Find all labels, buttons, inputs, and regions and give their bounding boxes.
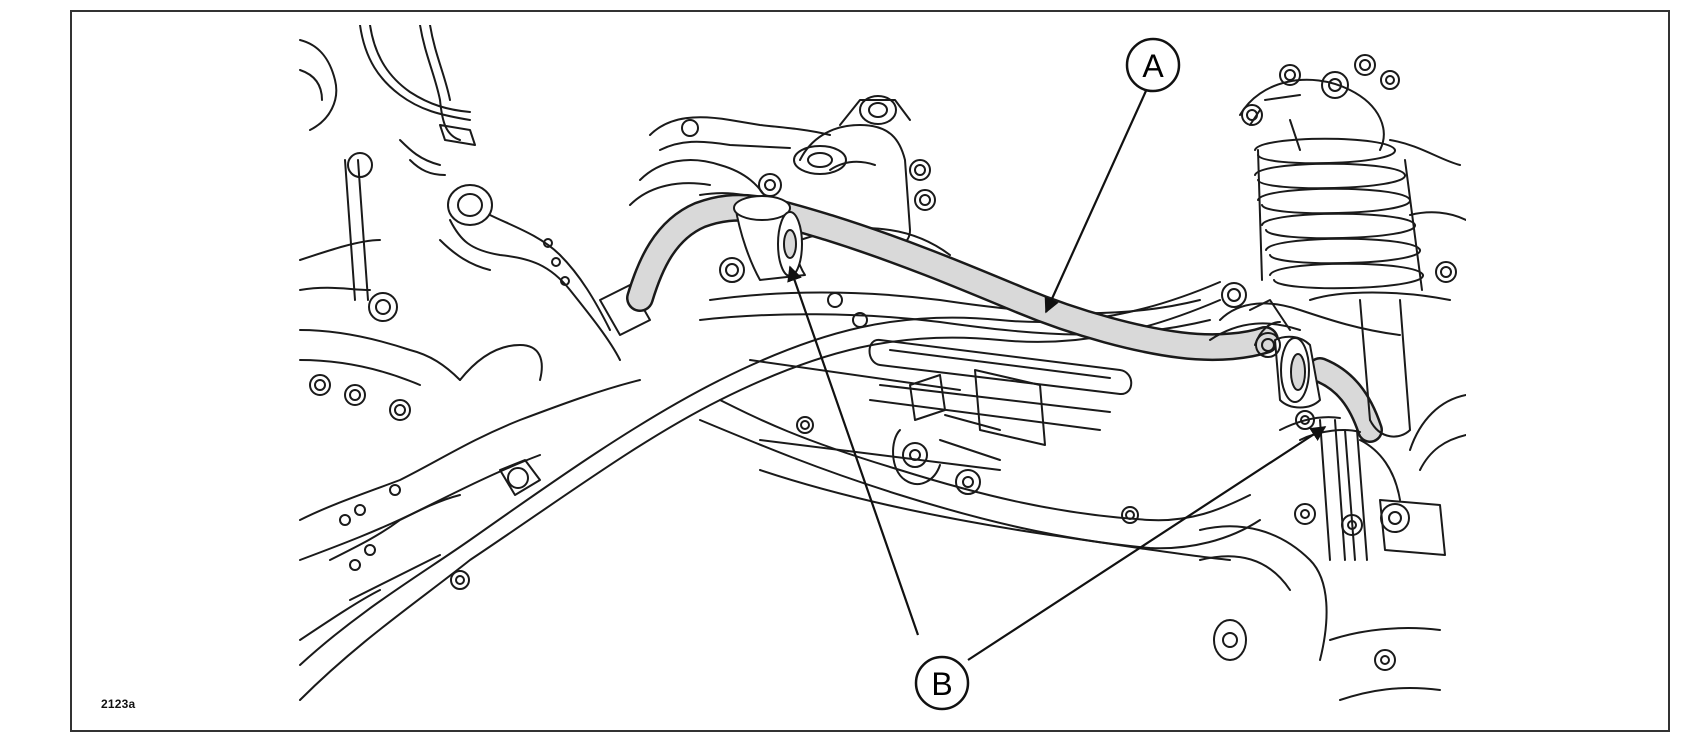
figure-frame <box>70 10 1670 732</box>
left-control-arm <box>299 379 641 601</box>
callout-a-label: A <box>1142 48 1164 84</box>
crossmember <box>299 281 1261 701</box>
left-knuckle <box>299 25 543 421</box>
leader-a <box>1044 81 1152 314</box>
center-bracket <box>892 369 1046 495</box>
callout-a: A <box>1125 37 1181 93</box>
coil-spring <box>1239 54 1457 438</box>
figure-code: 2123a <box>101 697 136 711</box>
right-knuckle <box>1199 139 1466 701</box>
leader-b-right <box>967 426 1327 661</box>
left-arm-bracket <box>439 184 651 361</box>
callout-b: B <box>914 655 970 711</box>
stabilizer-bar <box>626 193 1383 443</box>
right-bushing <box>1274 335 1321 409</box>
callout-b-label: B <box>931 666 952 702</box>
callout-leaders <box>787 81 1327 661</box>
leader-b-left <box>787 265 920 636</box>
right-link <box>1209 282 1401 358</box>
